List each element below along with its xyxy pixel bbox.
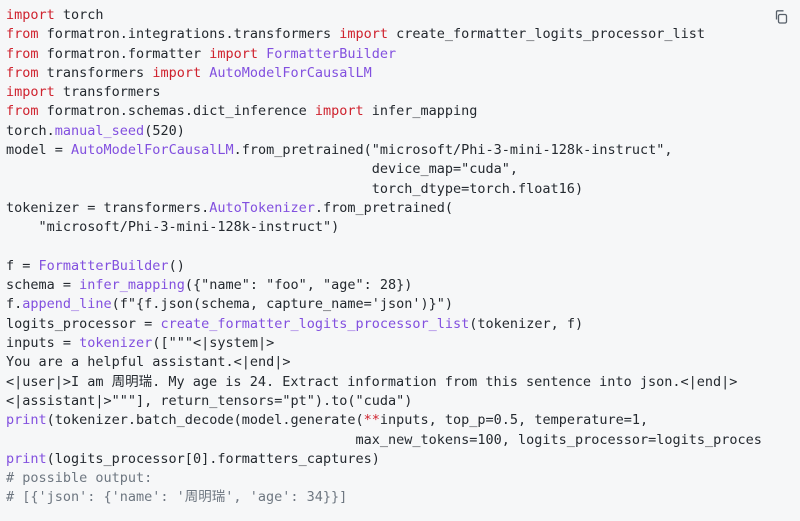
code-token: f = [6,257,39,274]
code-token [201,65,209,81]
code-token: tokenizer [79,335,153,352]
code-token: print [6,450,47,467]
code-line: from transformers import AutoModelForCau… [6,64,800,83]
code-token: transformers [38,64,153,81]
code-token: transformers [54,84,161,101]
code-line: inputs = tokenizer(["""<|system|> [6,334,800,353]
code-token: FormatterBuilder [38,257,169,274]
code-line: print(tokenizer.batch_decode(model.gener… [6,411,800,430]
code-token: f. [6,296,23,313]
code-token: print [6,412,47,429]
code-token: AutoModelForCausalLM [71,142,234,159]
code-token: ({"name": "foo", "age": 28}) [184,277,413,294]
code-line: logits_processor = create_formatter_logi… [6,315,800,334]
code-token: # [{'json': {'name': '周明瑞', 'age': 34}}] [6,489,348,506]
code-token: torch_dtype=torch.float16) [6,180,584,197]
code-token: <|user|>I am 周明瑞. My age is 24. Extract … [6,373,738,390]
code-token: FormatterBuilder [266,45,397,62]
code-token: (520) [144,122,185,139]
code-line: # possible output: [6,469,800,488]
code-line: You are a helpful assistant.<|end|> [6,353,800,372]
code-token: <|assistant|>"""], return_tensors="pt").… [6,392,413,409]
code-line: from formatron.integrations.transformers… [6,25,800,44]
code-line: f.append_line(f"{f.json(schema, capture_… [6,295,800,314]
code-token: model = [6,142,72,159]
copy-icon [775,10,788,24]
code-token: import [209,45,258,62]
code-token: torch [54,7,104,23]
code-token: formatron.integrations.transformers [38,26,340,43]
code-token: schema = [6,277,80,294]
code-token: (tokenizer.batch_decode(model.generate( [46,412,364,429]
code-line: schema = infer_mapping({"name": "foo", "… [6,276,800,295]
code-token: tokenizer = transformers. [6,199,210,216]
code-token: from [6,45,39,62]
code-token: AutoTokenizer [209,199,315,216]
code-token: infer_mapping [79,277,185,294]
code-token: from [6,26,39,43]
code-line: <|user|>I am 周明瑞. My age is 24. Extract … [6,373,800,392]
code-token: formatron.formatter [38,45,210,62]
code-token: .from_pretrained( [314,199,454,216]
code-token: import [314,103,364,120]
code-line: # [{'json': {'name': '周明瑞', 'age': 34}}] [6,488,800,507]
code-line: f = FormatterBuilder() [6,257,800,276]
code-token: append_line [22,296,112,313]
code-token: manual_seed [54,122,145,139]
code-line: import torch [6,6,800,25]
code-token: inputs, top_p=0.5, temperature=1, [379,412,649,429]
code-token: You are a helpful assistant.<|end|> [6,354,291,371]
code-line: print(logits_processor[0].formatters_cap… [6,450,800,469]
code-token: create_formatter_logits_processor_list [160,315,470,332]
code-token: (f"{f.json(schema, capture_name='json')}… [111,296,454,313]
code-token: max_new_tokens=100, logits_processor=log… [6,431,762,448]
code-line: tokenizer = transformers.AutoTokenizer.f… [6,199,800,218]
code-token: ** [363,412,380,429]
code-token: import [6,84,55,101]
code-token: inputs = [6,335,80,352]
code-line: from formatron.schemas.dict_inference im… [6,102,800,121]
code-line: model = AutoModelForCausalLM.from_pretra… [6,141,800,160]
code-token: device_map="cuda", [6,161,519,178]
code-token: from [6,64,39,81]
code-token: AutoModelForCausalLM [209,64,372,81]
copy-button[interactable] [770,6,792,28]
code-token: infer_mapping [363,103,478,120]
code-token: (["""<|system|> [152,335,275,352]
code-line: max_new_tokens=100, logits_processor=log… [6,431,800,450]
code-line: <|assistant|>"""], return_tensors="pt").… [6,392,800,411]
code-line: torch_dtype=torch.float16) [6,180,800,199]
code-line: device_map="cuda", [6,160,800,179]
code-token: "microsoft/Phi-3-mini-128k-instruct") [6,219,340,236]
code-line: from formatron.formatter import Formatte… [6,45,800,64]
code-token: from [6,103,39,120]
code-token: (logits_processor[0].formatters_captures… [46,450,380,467]
code-token: # possible output: [6,470,153,487]
code-token: import [152,64,202,81]
code-line: "microsoft/Phi-3-mini-128k-instruct") [6,218,800,237]
code-token: formatron.schemas.dict_inference [38,103,315,120]
code-line [6,238,800,257]
code-token: .from_pretrained("microsoft/Phi-3-mini-1… [233,142,673,159]
code-token: import [6,7,55,23]
code-token: logits_processor = [6,315,161,332]
code-line: import transformers [6,83,800,102]
code-token: () [168,257,185,274]
code-token: import [339,26,389,43]
code-line: torch.manual_seed(520) [6,122,800,141]
code-token: torch. [6,122,55,139]
code-token: create_formatter_logits_processor_list [388,26,706,43]
code-token [258,46,266,62]
code-token: (tokenizer, f) [469,315,584,332]
